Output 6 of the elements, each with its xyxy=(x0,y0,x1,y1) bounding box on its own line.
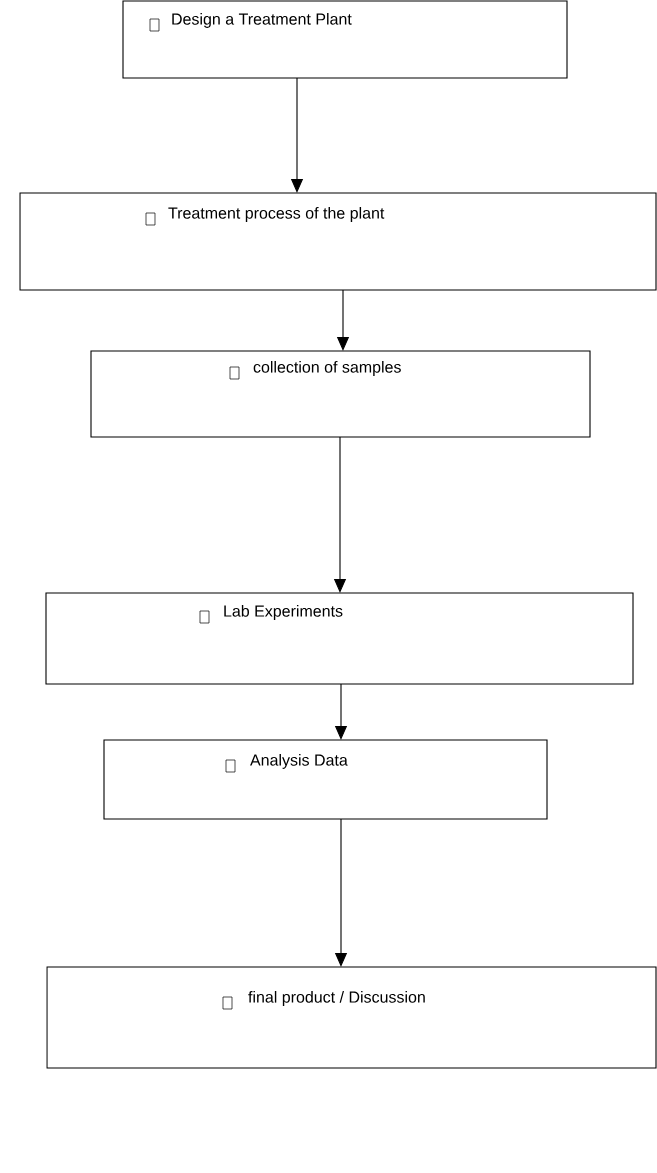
process-box: collection of samples xyxy=(90,350,591,438)
process-box: Lab Experiments xyxy=(45,592,634,685)
process-box: Treatment process of the plant xyxy=(19,192,657,291)
process-box: Design a Treatment Plant xyxy=(122,0,568,79)
process-box: final product / Discussion xyxy=(46,966,657,1069)
process-box: Analysis Data xyxy=(103,739,548,820)
